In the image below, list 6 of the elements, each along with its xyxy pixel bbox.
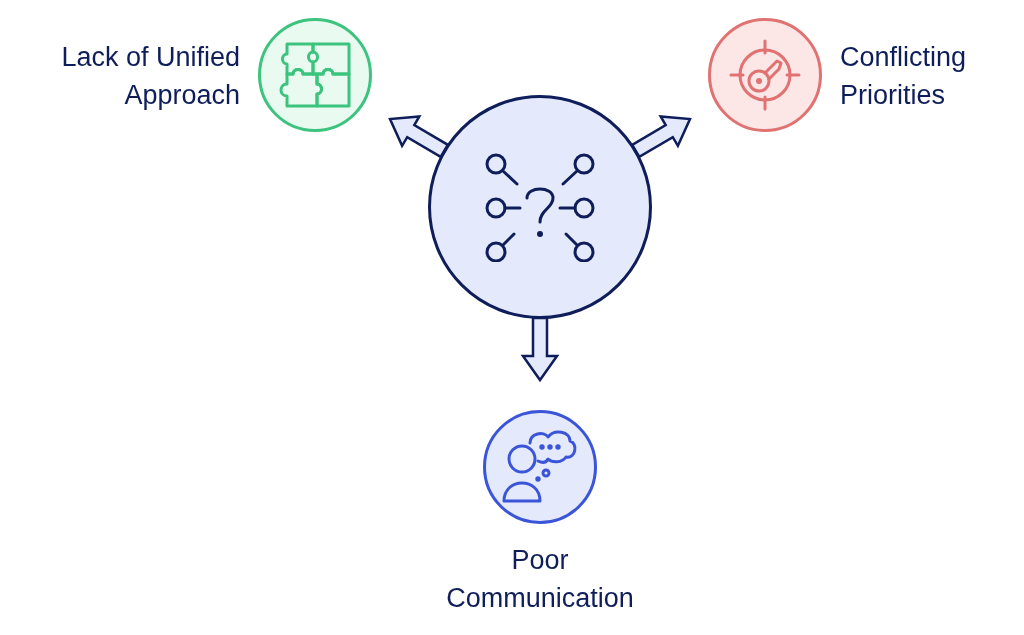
block-arrow <box>630 115 692 159</box>
node-label: Conflicting Priorities <box>840 41 968 112</box>
block-arrow <box>520 316 560 383</box>
node-label: Poor Communication <box>445 544 635 615</box>
block-arrow <box>388 115 450 159</box>
node-label: Lack of Unified Approach <box>60 41 240 112</box>
